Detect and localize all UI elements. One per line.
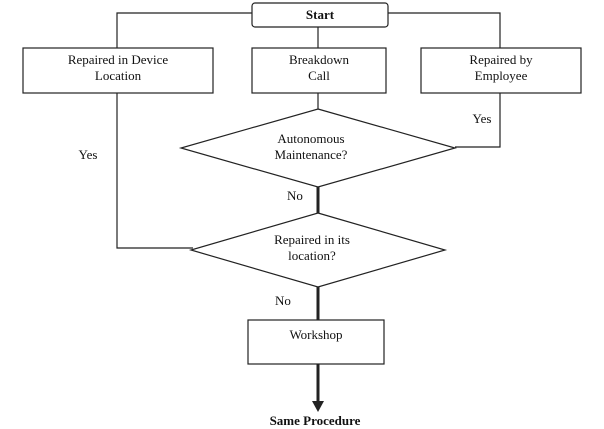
- no-location-label: No: [275, 293, 291, 308]
- breakdown-call-line2: Call: [308, 68, 330, 83]
- breakdown-call-node: Breakdown Call: [251, 47, 387, 94]
- repaired-in-its-location-line1: Repaired in its: [274, 232, 350, 247]
- connectors: [116, 12, 501, 412]
- autonomous-maintenance-decision: Autonomous Maintenance?: [178, 108, 458, 188]
- connector-employee-to-autonomous: [455, 93, 501, 148]
- repaired-in-its-location-decision: Repaired in its location?: [188, 212, 448, 288]
- repaired-in-device-location-line2: Location: [95, 68, 142, 83]
- repaired-by-employee-line2: Employee: [475, 68, 528, 83]
- start-label: Start: [306, 7, 335, 22]
- repaired-by-employee-node: Repaired by Employee: [420, 47, 582, 94]
- start-node: Start: [251, 2, 389, 28]
- autonomous-maintenance-line2: Maintenance?: [275, 147, 348, 162]
- yes-left-label: Yes: [79, 147, 98, 162]
- autonomous-maintenance-line1: Autonomous: [277, 131, 344, 146]
- arrowhead-same-procedure: [312, 401, 324, 412]
- workshop-label: Workshop: [289, 327, 342, 342]
- workshop-node: Workshop: [247, 319, 385, 365]
- connector-start-to-right: [388, 12, 501, 48]
- repaired-in-its-location-line2: location?: [288, 248, 336, 263]
- no-autonomous-label: No: [287, 188, 303, 203]
- connector-start-to-left: [116, 12, 252, 48]
- connector-device-location-to-location-diamond: [116, 93, 193, 249]
- repaired-in-device-location-line1: Repaired in Device: [68, 52, 169, 67]
- repaired-in-device-location-node: Repaired in Device Location: [22, 47, 214, 94]
- same-procedure-label: Same Procedure: [270, 413, 361, 428]
- yes-right-label: Yes: [473, 111, 492, 126]
- breakdown-call-line1: Breakdown: [289, 52, 349, 67]
- repaired-by-employee-line1: Repaired by: [469, 52, 533, 67]
